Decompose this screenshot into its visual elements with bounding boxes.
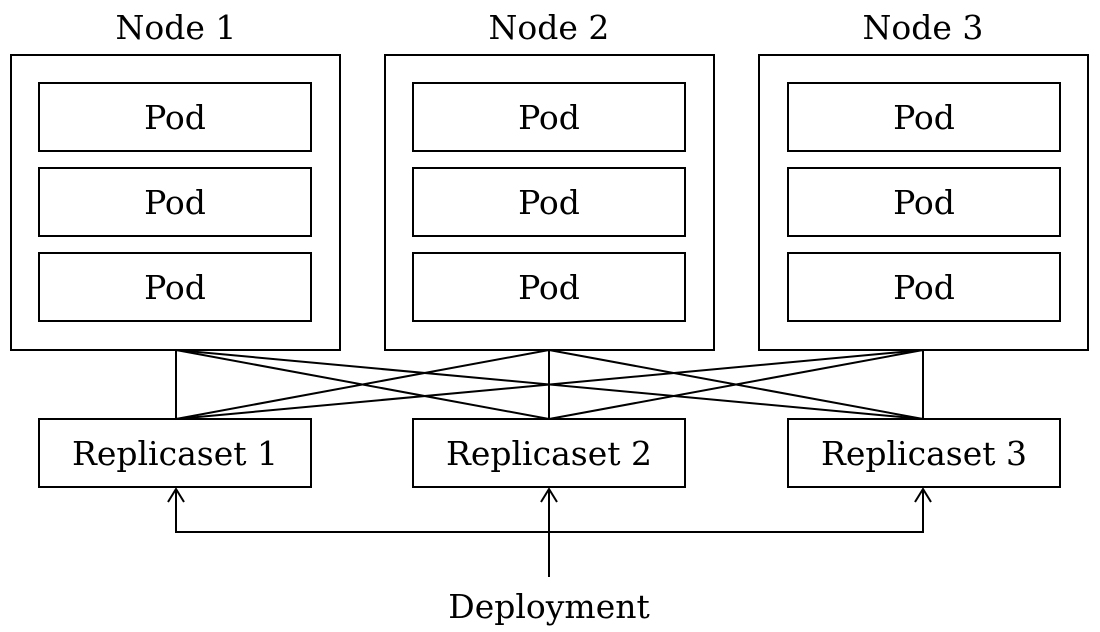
node-1-pod-1: Pod [38, 82, 312, 152]
link-node3-rs1 [175, 349, 924, 420]
node-3-pod-3: Pod [787, 252, 1061, 322]
node-1-title: Node 1 [115, 8, 237, 47]
deployment-label: Deployment [448, 587, 650, 626]
deployment-branch-left [175, 489, 549, 533]
deployment-branch-right [549, 489, 924, 533]
node-3-pod-1: Pod [787, 82, 1061, 152]
node-1-pod-2: Pod [38, 167, 312, 237]
arrowhead-rs2 [540, 487, 558, 503]
replicaset-1-box: Replicaset 1 [38, 418, 312, 488]
node-3-pod-2: Pod [787, 167, 1061, 237]
node-2-pod-3: Pod [412, 252, 686, 322]
arrowhead-rs1 [167, 487, 185, 503]
arrowhead-rs3 [914, 487, 932, 503]
node-2-title: Node 2 [488, 8, 610, 47]
node-1-pod-3: Pod [38, 252, 312, 322]
node-3-title: Node 3 [862, 8, 984, 47]
link-node3-rs2 [548, 349, 924, 420]
replicaset-3-box: Replicaset 3 [787, 418, 1061, 488]
replicaset-2-box: Replicaset 2 [412, 418, 686, 488]
node-2-pod-1: Pod [412, 82, 686, 152]
node-2-pod-2: Pod [412, 167, 686, 237]
link-node2-rs1 [175, 349, 550, 420]
